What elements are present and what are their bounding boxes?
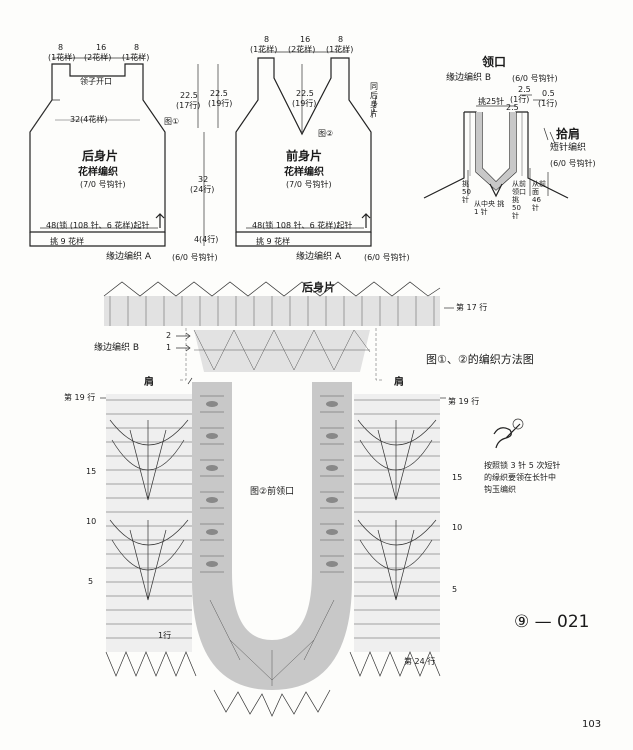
neckline-from-center: 从中央 挑 1 针 xyxy=(474,200,505,216)
back-hem-band xyxy=(29,232,166,247)
front-top-right-repeats: (1花样) xyxy=(326,45,354,54)
front-hem-band xyxy=(235,232,372,247)
neckline-dim-1-row-b: (1行) xyxy=(538,99,558,108)
back-top-left-measure: 8 xyxy=(58,43,64,52)
neckline-hook: (6/0 号钩针) xyxy=(512,74,558,83)
back-hook-size: (7/0 号钩针) xyxy=(80,180,126,189)
back-dim-4-rows: (4行) xyxy=(199,235,219,244)
tip-illustration xyxy=(493,423,521,449)
back-pattern-label: 花样编织 xyxy=(78,167,118,178)
chart-row-2: 2 xyxy=(166,331,172,340)
back-pickup: 挑 9 花样 xyxy=(50,237,85,246)
chart-n10-right: 10 xyxy=(452,523,463,532)
neckline-title: 领口 xyxy=(482,55,507,69)
chart-shoulder-left: 肩 xyxy=(144,377,154,388)
front-pickup: 挑 9 花样 xyxy=(256,237,291,246)
pattern-number: ⑨ — 021 xyxy=(514,612,590,632)
chart-tip-line1: 按照锁 3 针 5 次短针 xyxy=(484,461,561,470)
neckline-edge: 缘边编织 B xyxy=(446,73,492,83)
chart-tip-line2: 的缘织要领在长针中 xyxy=(484,473,556,482)
back-dim-4: 4 xyxy=(194,235,200,244)
chart-n1-left: 1行 xyxy=(158,631,172,640)
front-edge-label: 缘边编织 A xyxy=(296,252,342,262)
neckline-from-front: 从前领口挑 50 针 xyxy=(512,180,526,220)
back-dim-32: 32 xyxy=(198,175,209,184)
page-number: 103 xyxy=(582,719,602,730)
back-dim-22-5-a: 22.5 xyxy=(180,91,198,100)
back-neck-label: 领子开口 xyxy=(80,77,112,86)
neckline-dim-1-row: (1行) xyxy=(510,95,530,104)
back-dim-19-rows: (19行) xyxy=(208,99,233,108)
back-top-mid-repeats: (2花样) xyxy=(84,53,112,62)
chart-front-neck: 图②前领口 xyxy=(250,487,295,497)
chart-back-label: 后身片 xyxy=(302,281,335,294)
front-edge-hook: (6/0 号钩针) xyxy=(364,253,410,262)
back-top-right-repeats: (1花样) xyxy=(122,53,150,62)
shoulder-pattern: 短针编织 xyxy=(550,143,587,153)
front-circle-note: 图② xyxy=(318,129,334,138)
front-dim-19-rows: (19行) xyxy=(292,99,317,108)
chart-row-19-left: 第 19 行 xyxy=(64,393,96,402)
neckline-dim-2-5-a: 2.5 xyxy=(518,85,531,94)
front-neck-chart xyxy=(192,382,352,690)
back-top-right-measure: 8 xyxy=(134,43,140,52)
neckline-pick25: 挑25针 xyxy=(478,97,505,106)
right-shoulder-block xyxy=(354,394,440,652)
front-top-left-measure: 8 xyxy=(264,35,270,44)
neckline-dim-2-5-b: 2.5 xyxy=(506,103,519,112)
chart-row-1: 1 xyxy=(166,343,172,352)
chart-shoulder-right: 肩 xyxy=(394,377,404,388)
chart-n5-right: 5 xyxy=(452,585,458,594)
front-bottom-width: 48(锁 108 针、6 花样)起针 xyxy=(252,221,353,230)
back-top-left-repeats: (1花样) xyxy=(48,53,76,62)
back-piece-title: 后身片 xyxy=(82,149,119,163)
back-width-32: 32(4花样) xyxy=(70,115,108,124)
front-top-left-repeats: (1花样) xyxy=(250,45,278,54)
front-hook-size: (7/0 号钩针) xyxy=(286,180,332,189)
front-dim-22-5: 22.5 xyxy=(296,89,314,98)
chart-row-19-right: 第 19 行 xyxy=(448,397,480,406)
back-dim-24-rows: (24行) xyxy=(190,185,215,194)
front-piece-title: 前身片 xyxy=(286,149,323,163)
back-edge-hook: (6/0 号钩针) xyxy=(172,253,218,262)
left-shoulder-block xyxy=(106,394,192,652)
chart-row-17: 第 17 行 xyxy=(456,303,488,312)
chart-method-title: 图①、②的编织方法图 xyxy=(426,353,534,366)
chart-tip-line3: 钩玉编织 xyxy=(484,485,516,494)
back-bottom-width: 48(锁 (108 针、6 花样)起针 xyxy=(46,221,150,230)
neckline-dim-0-5: 0.5 xyxy=(542,89,555,98)
neckline-pick50: 挑 50 针 xyxy=(462,180,471,204)
back-dim-22-5-b: 22.5 xyxy=(210,89,228,98)
chart-n10-left: 10 xyxy=(86,517,97,526)
chart-n15-right: 15 xyxy=(452,473,463,482)
neckline-from-front-b: 从前面 46 针 xyxy=(532,180,546,212)
shoulder-hook: (6/0 号钩针) xyxy=(550,159,596,168)
front-top-mid-repeats: (2花样) xyxy=(288,45,316,54)
back-dim-17-rows: (17行) xyxy=(176,101,201,110)
front-side-note: 同后身片 xyxy=(370,82,378,118)
chart-edge-b: 缘边编织 B xyxy=(94,343,140,353)
chart-n5-left: 5 xyxy=(88,577,94,586)
back-circle-note: 图① xyxy=(164,117,180,126)
front-piece-outline xyxy=(235,57,372,233)
front-top-mid-measure: 16 xyxy=(300,35,311,44)
back-edge-label: 缘边编织 A xyxy=(106,252,152,262)
shoulder-title: 拾肩 xyxy=(556,127,581,141)
chart-row-24: 第 24 行 xyxy=(404,657,436,666)
front-top-right-measure: 8 xyxy=(338,35,344,44)
back-top-mid-measure: 16 xyxy=(96,43,107,52)
front-pattern-label: 花样编织 xyxy=(284,167,324,178)
chart-n15-left: 15 xyxy=(86,467,97,476)
